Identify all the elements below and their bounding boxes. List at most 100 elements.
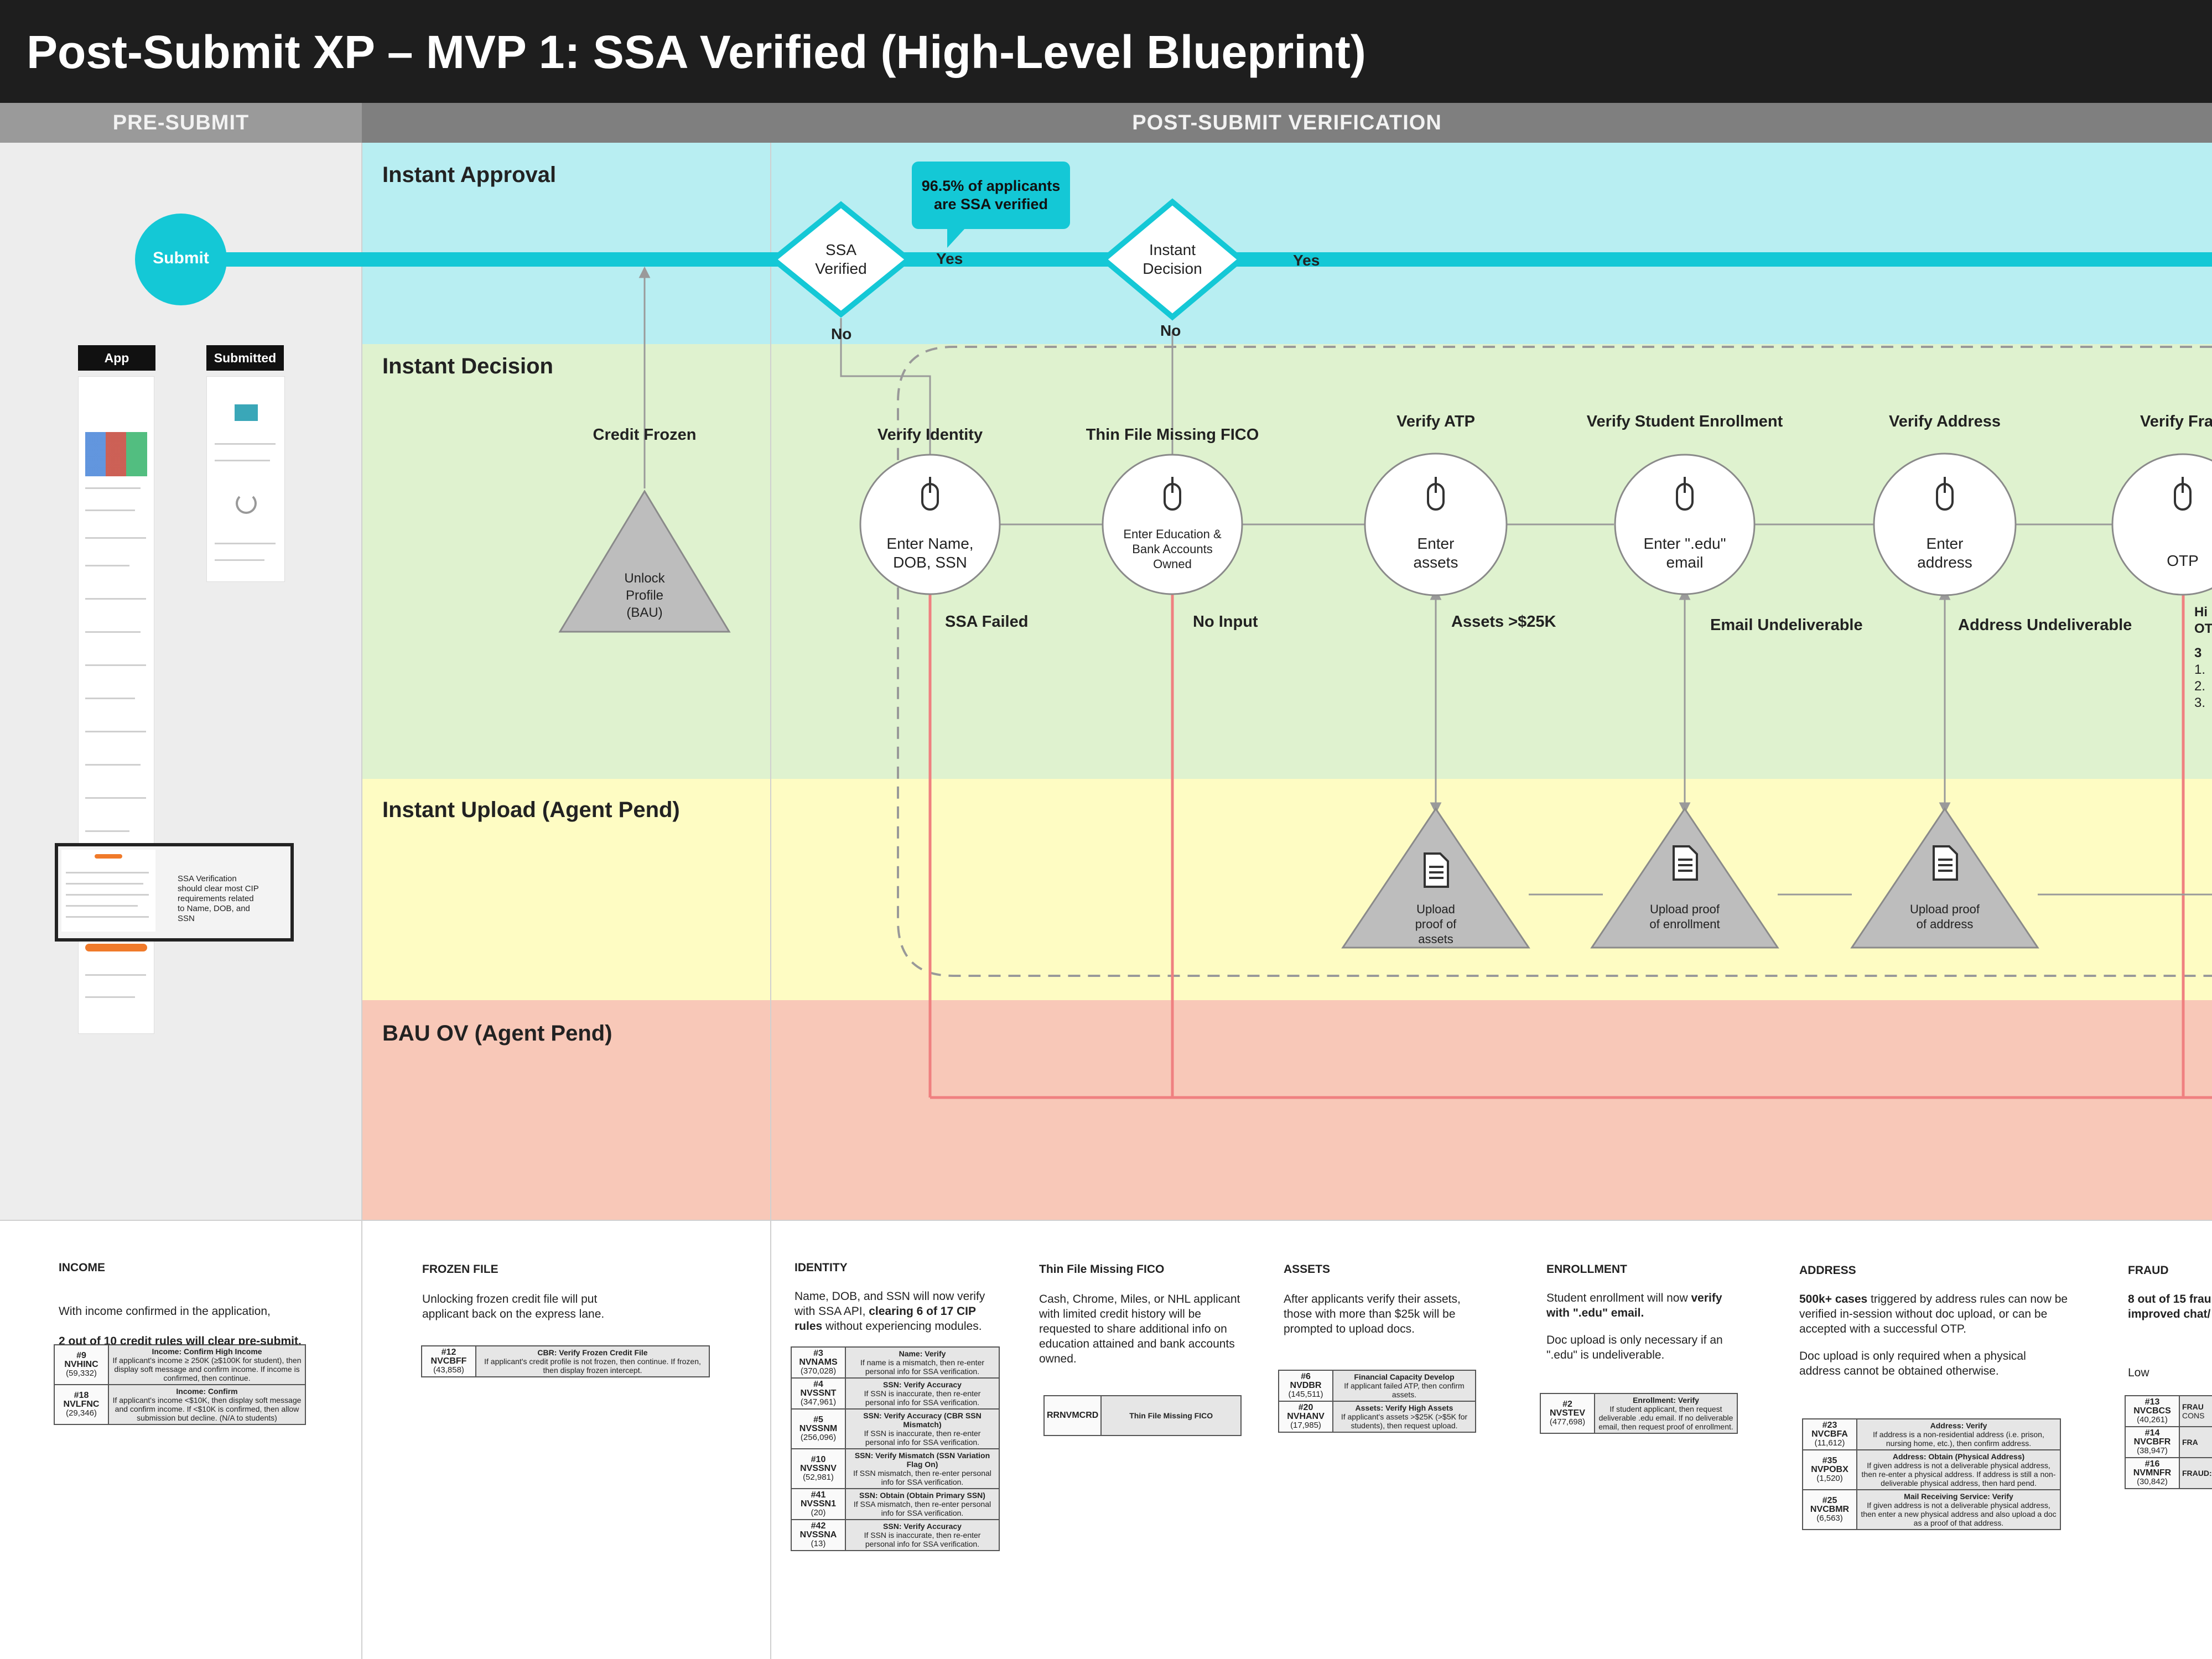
notes-thinfile-heading: Thin File Missing FICO	[1039, 1263, 1165, 1276]
notes-address-desc-b: triggered by address rules can now be ve…	[1799, 1293, 2068, 1335]
notes-identity-desc-c: without experiencing modules.	[822, 1320, 982, 1333]
notes-frozen-heading: FROZEN FILE	[422, 1263, 499, 1276]
notes-thinfile-desc: Cash, Chrome, Miles, or NHL applicant wi…	[1039, 1293, 1240, 1365]
notes-frozen-desc: Unlocking frozen credit file will put ap…	[422, 1293, 605, 1320]
phase-header-pre-submit: PRE-SUBMIT	[0, 103, 362, 143]
notes-enrollment-heading: ENROLLMENT	[1546, 1263, 1627, 1276]
ssa-highlight-box: SSA Verification should clear most CIP r…	[55, 843, 294, 942]
notes-identity-desc-b: clearing 6 of 17 CIP rules	[795, 1305, 976, 1333]
decision-yes-label: Yes	[1293, 252, 1320, 269]
fraud-partial-text: Hi OT 3 1. 2. 3.	[2194, 604, 2212, 711]
step-title-verify-atp: Verify ATP	[1396, 413, 1475, 430]
node-thin-file	[1102, 454, 1243, 595]
decision-no-label: No	[1160, 322, 1181, 339]
notes-identity-heading: IDENTITY	[795, 1261, 848, 1274]
card-design-grid	[85, 432, 147, 476]
step-title-credit-frozen: Credit Frozen	[593, 426, 697, 444]
document-icon	[1424, 845, 1958, 888]
notes-address-heading: ADDRESS	[1799, 1264, 1856, 1277]
identity-node-text: Enter Name, DOB, SSN	[886, 535, 974, 571]
submit-label: Submit	[153, 249, 209, 267]
submit-mini-button	[85, 944, 147, 951]
fraud-partial-item: 2.	[2194, 679, 2206, 694]
ssa-verified-diamond	[769, 201, 913, 318]
fraud-partial-item: 3.	[2194, 695, 2206, 710]
card-thumbnail	[235, 404, 258, 421]
header-bar	[0, 0, 2212, 103]
submit-node	[135, 214, 227, 305]
lane-bau-ov	[362, 1000, 2212, 1220]
step-title-verify-fraud: Verify Frau	[2140, 413, 2212, 430]
ssa-yes-label: Yes	[936, 250, 963, 267]
notes-fraud-desc-b: improved chat/	[2128, 1308, 2211, 1320]
page-title: Post-Submit XP – MVP 1: SSA Verified (Hi…	[27, 26, 1366, 78]
notes-enrollment-desc-c: Doc upload is only necessary if an ".edu…	[1546, 1334, 1723, 1361]
notes-income-heading: INCOME	[59, 1261, 105, 1274]
ssa-no-label: No	[831, 325, 852, 342]
enrollment-node-text: Enter ".edu" email	[1643, 535, 1726, 571]
fraud-partial-count: 3	[2194, 646, 2202, 661]
loading-spinner-icon	[236, 493, 257, 514]
instant-decision-diamond	[1099, 198, 1245, 321]
node-verify-atp	[1364, 453, 1508, 596]
notes-assets-desc: After applicants verify their assets, th…	[1284, 1293, 1461, 1335]
step-title-verify-identity: Verify Identity	[877, 426, 983, 444]
phase-header-post-submit: POST-SUBMIT VERIFICATION	[362, 103, 2212, 143]
notes-enrollment-desc: Student enrollment will now verify with …	[1546, 1291, 1746, 1362]
notes-identity-desc: Name, DOB, and SSN will now verify with …	[795, 1289, 999, 1334]
node-verify-fraud	[2111, 453, 2212, 596]
upload-enrollment-text: Upload proof of enrollment	[1649, 902, 1720, 931]
notes-identity-desc-a: Name, DOB, and SSN will now verify with …	[795, 1290, 985, 1318]
highlight-screen-crop	[61, 850, 155, 932]
lane-label-bau: BAU OV (Agent Pend)	[382, 1021, 612, 1046]
lane-label-approval: Instant Approval	[382, 163, 557, 187]
upload-assets-text: Upload proof of assets	[1415, 902, 1457, 946]
submitted-tab-label: Submitted	[206, 345, 284, 371]
fail-label-enrollment: Email Undeliverable	[1710, 616, 1863, 634]
node-verify-address	[1873, 453, 2017, 596]
submitted-screen-mockup	[206, 376, 285, 582]
atp-node-text: Enter assets	[1413, 535, 1458, 571]
notes-fraud-low: Low	[2128, 1366, 2149, 1379]
ssa-verified-label: SSA Verified	[815, 241, 867, 277]
fraud-partial-line1: Hi	[2194, 605, 2208, 620]
instant-decision-diamond-label: Instant Decision	[1143, 241, 1202, 277]
fail-label-identity: SSA Failed	[945, 613, 1029, 631]
unlock-profile-text: Unlock Profile (BAU)	[624, 571, 665, 620]
lane-instant-approval	[362, 143, 2212, 344]
node-verify-enrollment	[1614, 454, 1756, 595]
upload-address-text: Upload proof of address	[1910, 902, 1980, 931]
callout-box	[912, 162, 1070, 229]
mouse-icon	[921, 477, 2192, 511]
step-title-verify-address: Verify Address	[1888, 413, 2001, 430]
address-node-text: Enter address	[1917, 535, 1972, 571]
fail-label-atp: Assets >$25K	[1451, 613, 1556, 631]
thinfile-node-text: Enter Education & Bank Accounts Owned	[1123, 527, 1222, 571]
notes-assets-heading: ASSETS	[1284, 1263, 1331, 1276]
presubmit-column	[0, 143, 362, 1220]
step-title-thin-file: Thin File Missing FICO	[1086, 426, 1259, 444]
fraud-partial-line2: OT	[2194, 621, 2212, 636]
ssa-no-line	[840, 318, 931, 467]
